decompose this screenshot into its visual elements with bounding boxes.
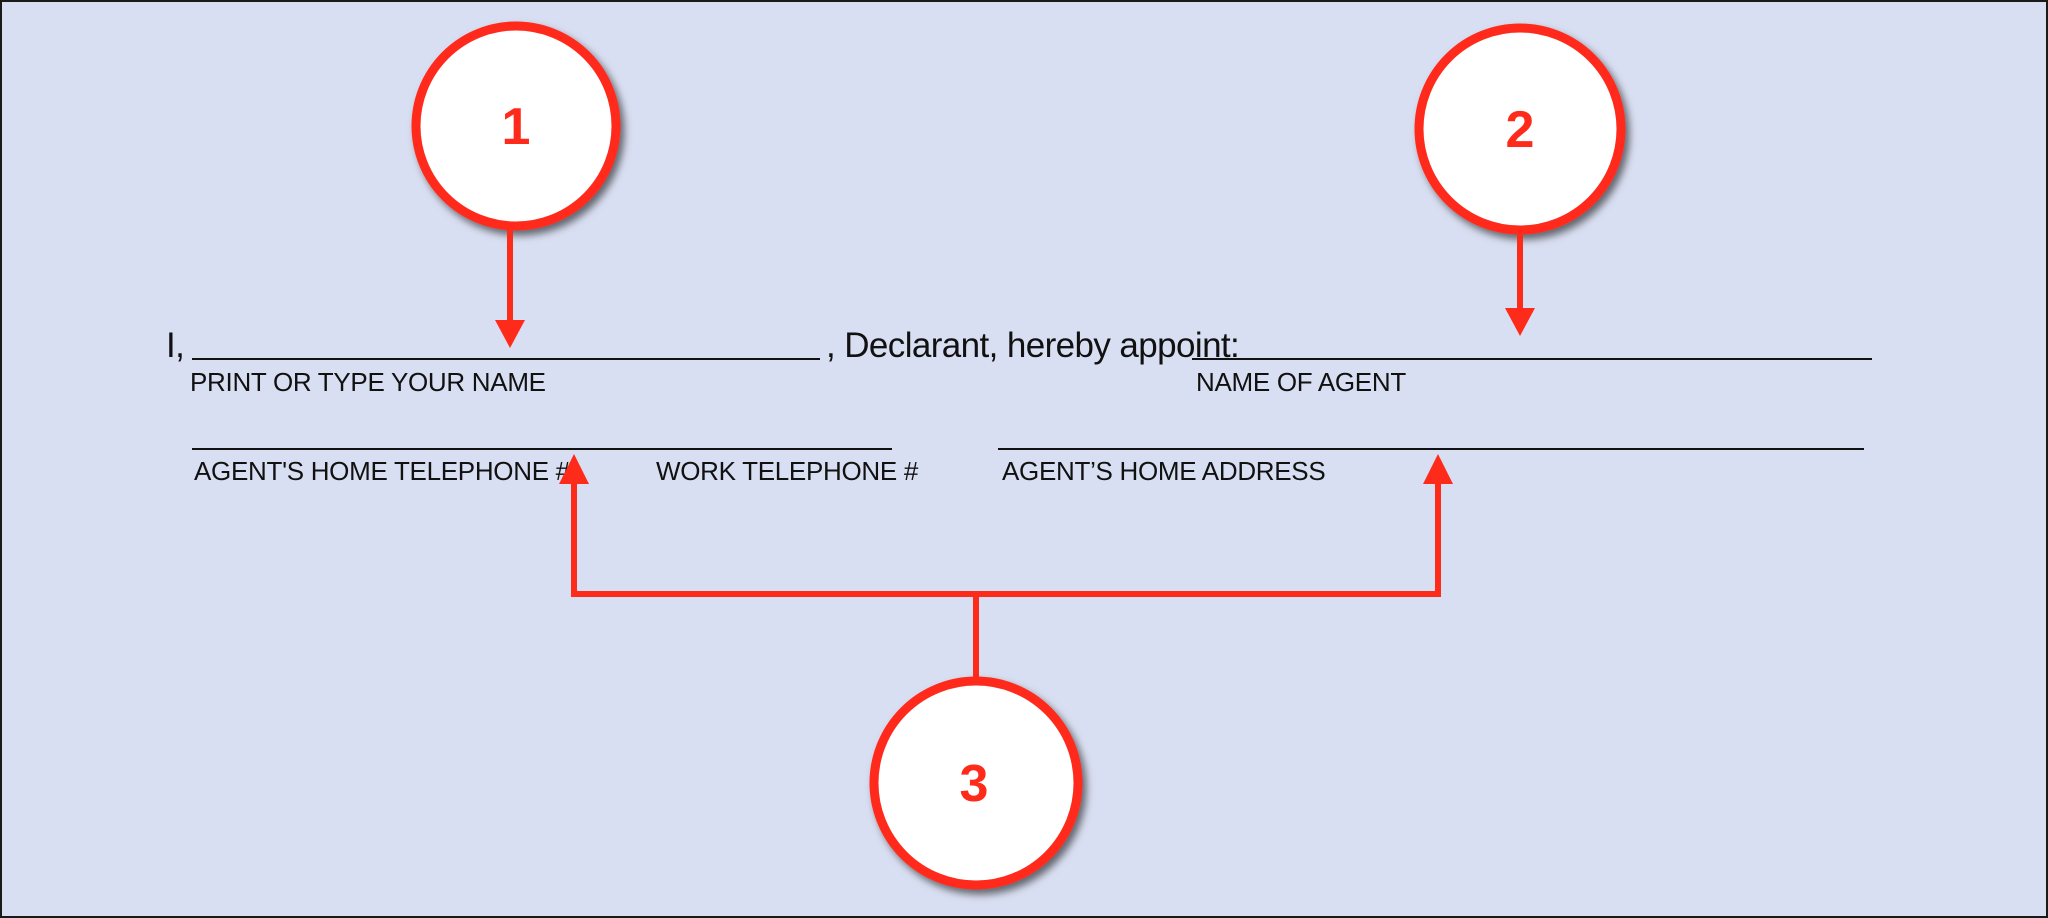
callout-1-label: 1	[502, 98, 531, 156]
agent-home-address-caption: AGENT’S HOME ADDRESS	[1002, 456, 1326, 486]
agent-name-field[interactable]	[1192, 358, 1872, 360]
callout-1-arrowhead	[495, 320, 525, 348]
agent-name-caption: NAME OF AGENT	[1196, 367, 1406, 397]
callout-2-arrowhead	[1505, 308, 1535, 336]
your-name-caption: PRINT OR TYPE YOUR NAME	[190, 367, 546, 397]
callout-3-circle	[869, 676, 1083, 890]
callout-1-circle	[411, 21, 621, 231]
callout-3-right-arrowhead	[1423, 454, 1453, 484]
callout-2-circle	[1414, 23, 1626, 235]
work-phone-caption: WORK TELEPHONE #	[656, 456, 919, 486]
callout-2-label: 2	[1506, 101, 1535, 159]
declarant-text: , Declarant, hereby appoint:	[826, 326, 1240, 365]
prefix-text: I,	[166, 326, 185, 365]
callout-3: 3	[559, 454, 1453, 890]
callout-1: 1	[411, 21, 621, 348]
callout-2: 2	[1414, 23, 1626, 336]
agent-home-phone-caption: AGENT'S HOME TELEPHONE #	[194, 456, 570, 486]
callout-3-left-arrowhead	[559, 454, 589, 484]
agent-address-field[interactable]	[998, 448, 1864, 450]
agent-phone-field[interactable]	[192, 448, 892, 450]
your-name-field[interactable]	[192, 358, 820, 360]
callout-3-label: 3	[960, 755, 989, 813]
